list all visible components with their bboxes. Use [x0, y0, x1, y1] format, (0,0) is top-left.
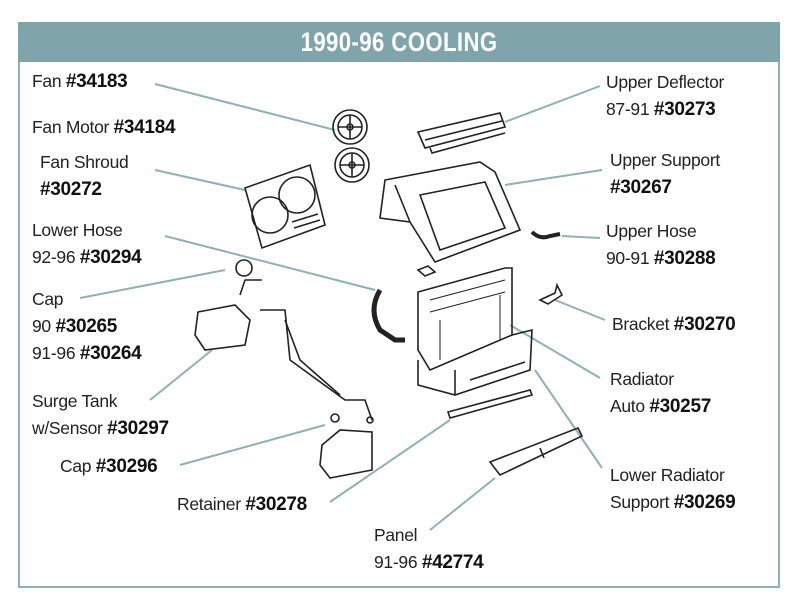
- leader-cap2: [179, 424, 326, 466]
- leader-lines: [79, 83, 606, 531]
- leader-cap: [79, 269, 226, 299]
- label-fan-motor: Fan Motor #34184: [32, 117, 176, 138]
- label-upper-support: Upper Support#30267: [610, 150, 720, 198]
- bracket-drawing: [538, 282, 564, 305]
- upper-hose-drawing: [530, 230, 561, 240]
- label-retainer: Retainer #30278: [177, 494, 307, 515]
- diagram-header: 1990-96 COOLING: [18, 22, 780, 62]
- leader-radiator: [509, 324, 601, 379]
- radiator-drawing: [417, 267, 533, 396]
- leader-lower-hose: [164, 235, 376, 291]
- fan-drawing: [332, 109, 370, 183]
- leader-surge-tank: [149, 349, 213, 401]
- leader-fan: [154, 83, 336, 131]
- label-fan: Fan #34183: [32, 71, 128, 92]
- fan-shroud-drawing: [244, 163, 326, 250]
- leader-fan-shroud: [154, 169, 246, 191]
- leader-upper-hose: [561, 235, 601, 239]
- upper-support-drawing: [379, 161, 522, 263]
- leader-retainer: [329, 419, 451, 503]
- lower-hose-drawing: [371, 288, 405, 343]
- panel-drawing: [488, 426, 584, 477]
- label-fan-shroud: Fan Shroud#30272: [40, 152, 129, 200]
- leader-lower-radiator-support: [534, 369, 603, 469]
- leader-panel: [429, 477, 496, 531]
- upper-deflector-drawing: [416, 112, 507, 154]
- diagram-title: 1990-96 COOLING: [300, 26, 498, 57]
- leader-upper-support: [504, 169, 603, 186]
- overflow-bottle-drawing: [319, 413, 374, 479]
- retainer-drawing: [446, 389, 534, 419]
- leader-upper-deflector: [504, 85, 601, 123]
- label-cap-overflow: Cap #30296: [60, 456, 158, 477]
- small-bracket-drawing: [416, 265, 437, 277]
- leader-bracket: [554, 299, 606, 321]
- label-bracket: Bracket #30270: [612, 314, 736, 335]
- surge-tank-drawing: [194, 259, 373, 421]
